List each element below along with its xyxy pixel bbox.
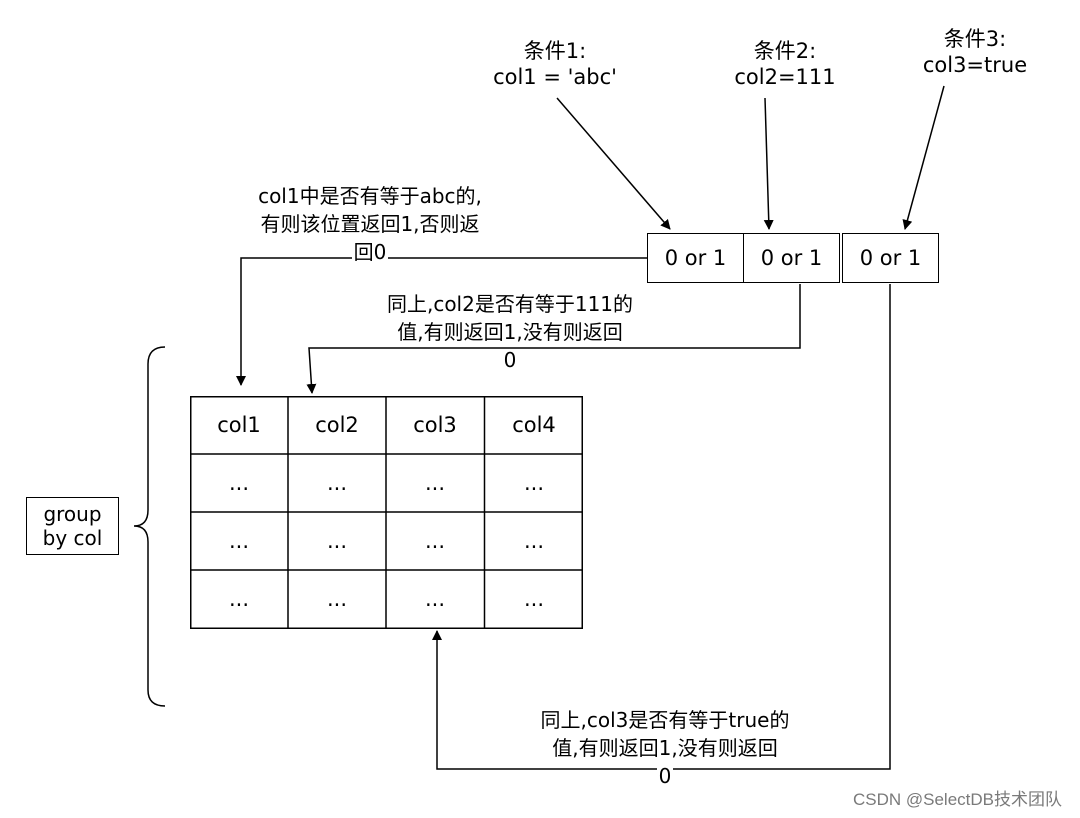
- table-cell: ...: [228, 587, 250, 611]
- bit2-to-col2-arrow: [306, 284, 801, 394]
- note-col2-line3: 0: [503, 348, 517, 372]
- group-by-line2: by col: [42, 526, 103, 550]
- table-cell: ...: [424, 471, 446, 495]
- condition2-label: 条件2: col2=111: [720, 38, 850, 90]
- table-cell: ...: [326, 529, 348, 553]
- table-cell: ...: [228, 471, 250, 495]
- note-col3: 同上,col3是否有等于true的 值,有则返回1,没有则返回 0: [505, 706, 825, 790]
- condition3-label: 条件3: col3=true: [910, 26, 1040, 78]
- watermark: CSDN @SelectDB技术团队: [852, 790, 1062, 809]
- condition3-arrow: [902, 85, 945, 230]
- condition1-label: 条件1: col1 = 'abc': [480, 38, 630, 90]
- note-col1: col1中是否有等于abc的, 有则该位置返回1,否则返 回0: [220, 182, 520, 266]
- note-col1-line3: 回0: [351, 240, 389, 264]
- condition1-title: 条件1:: [523, 39, 587, 63]
- note-col2-line1: 同上,col2是否有等于111的: [386, 292, 634, 316]
- table-cell: ...: [523, 587, 545, 611]
- table-cell: ...: [424, 529, 446, 553]
- condition1-arrow: [556, 97, 671, 230]
- table-header-col1: col1: [217, 413, 261, 437]
- table-cell: ...: [523, 529, 545, 553]
- table-header-col4: col4: [512, 413, 556, 437]
- bit-box-2: 0 or 1: [743, 233, 840, 283]
- table-cell: ...: [424, 587, 446, 611]
- table-cell: ...: [228, 529, 250, 553]
- note-col2: 同上,col2是否有等于111的 值,有则返回1,没有则返回 0: [355, 290, 665, 374]
- data-table: col1 col2 col3 col4 ... ... ... ... ... …: [190, 396, 583, 629]
- note-col3-line1: 同上,col3是否有等于true的: [540, 708, 790, 732]
- note-col1-line2: 有则该位置返回1,否则返: [260, 212, 480, 236]
- note-col2-line2: 值,有则返回1,没有则返回: [395, 318, 625, 346]
- bit-box-1: 0 or 1: [647, 233, 744, 283]
- table-cell: ...: [326, 587, 348, 611]
- note-col1-line1: col1中是否有等于abc的,: [258, 184, 482, 208]
- group-by-line1: group: [43, 502, 102, 526]
- group-by-box: group by col: [26, 497, 119, 555]
- condition3-expr: col3=true: [922, 53, 1028, 77]
- table-header-col2: col2: [315, 413, 359, 437]
- group-brace: [133, 346, 166, 707]
- table-grid: [190, 396, 583, 629]
- table-cell: ...: [326, 471, 348, 495]
- note-col3-line2: 值,有则返回1,没有则返回: [552, 736, 778, 760]
- bit-box-3: 0 or 1: [842, 233, 939, 283]
- condition2-arrow: [763, 97, 774, 230]
- condition3-title: 条件3:: [943, 27, 1007, 51]
- bit1-to-col1-arrow: [236, 257, 647, 386]
- condition2-expr: col2=111: [734, 65, 836, 89]
- condition1-expr: col1 = 'abc': [493, 65, 617, 89]
- table-header-col3: col3: [413, 413, 457, 437]
- table-cell: ...: [523, 471, 545, 495]
- note-col3-line3: 0: [656, 764, 674, 788]
- condition2-title: 条件2:: [753, 39, 817, 63]
